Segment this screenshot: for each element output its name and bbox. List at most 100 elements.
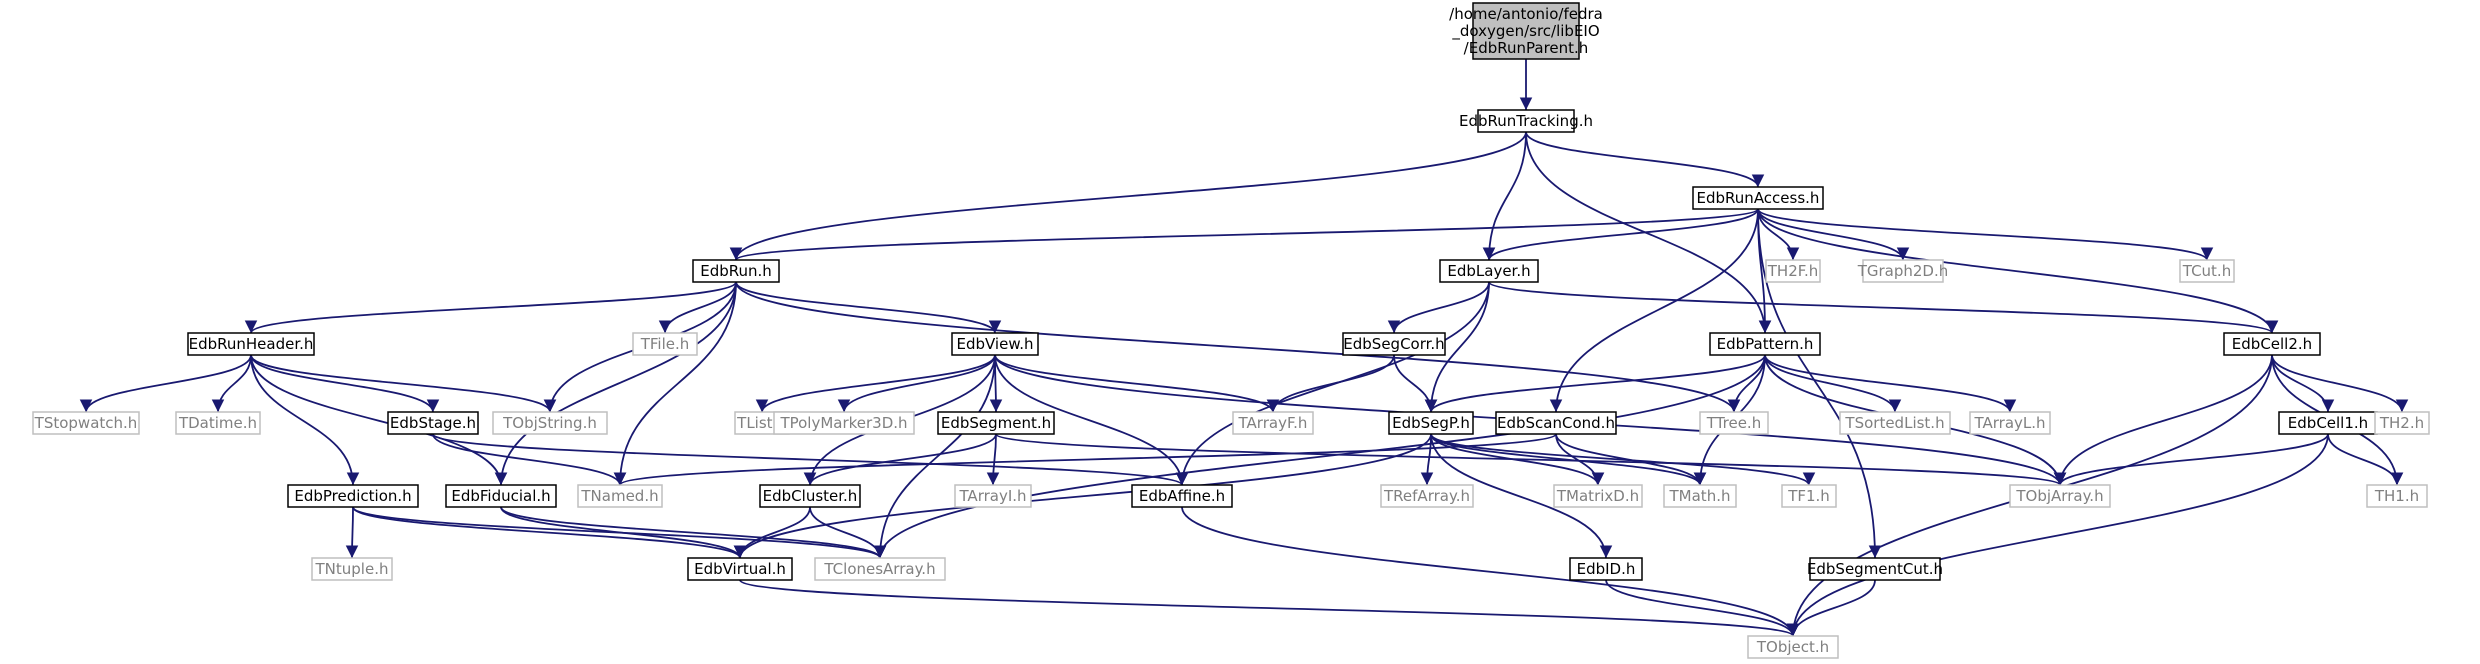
node-TPolyMarker3D: TPolyMarker3D.h	[773, 411, 915, 435]
node-label: EdbCell1.h	[2288, 414, 2368, 432]
node-TArrayF: TArrayF.h	[1232, 411, 1314, 435]
edge-EdbPattern-to-TClonesArray	[873, 354, 1766, 559]
node-label: TArrayL.h	[1973, 414, 2045, 432]
node-TF1: TF1.h	[1781, 484, 1837, 508]
edge-EdbRunAccess-to-EdbCell2	[1757, 208, 2279, 334]
node-label: EdbVirtual.h	[694, 560, 786, 578]
node-TMatrixD: TMatrixD.h	[1553, 484, 1643, 508]
node-label: EdbRunAccess.h	[1697, 189, 1820, 207]
node-EdbScanCond[interactable]: EdbScanCond.h	[1495, 411, 1617, 435]
node-label: TDatime.h	[178, 414, 257, 432]
node-EdbSegCorr[interactable]: EdbSegCorr.h	[1342, 332, 1446, 356]
node-EdbAffine[interactable]: EdbAffine.h	[1131, 484, 1233, 508]
node-box	[287, 484, 419, 508]
node-EdbPrediction[interactable]: EdbPrediction.h	[287, 484, 419, 508]
node-label: TObjArray.h	[2015, 487, 2103, 505]
node-EdbCluster[interactable]: EdbCluster.h	[759, 484, 861, 508]
node-TRefArray: TRefArray.h	[1380, 484, 1474, 508]
node-TNamed: TNamed.h	[577, 484, 663, 508]
node-EdbSegmentCut[interactable]: EdbSegmentCut.h	[1807, 557, 1943, 581]
edge-EdbRunTracking-to-EdbRun	[729, 131, 1527, 261]
edge-EdbRunHeader-to-TStopwatch	[79, 354, 252, 413]
edge-EdbSegCorr-to-TArrayF	[1266, 354, 1395, 413]
edge-EdbSegP-to-TF1	[1430, 433, 1816, 486]
edge-EdbLayer-to-EdbSegCorr	[1387, 281, 1490, 334]
node-TDatime: TDatime.h	[175, 411, 261, 435]
node-box	[1809, 557, 1941, 581]
node-label: TArrayF.h	[1238, 414, 1308, 432]
node-label: EdbID.h	[1577, 560, 1636, 578]
node-box	[387, 411, 479, 435]
node-label: EdbCell2.h	[2232, 335, 2312, 353]
node-box	[1765, 259, 1821, 283]
node-box	[954, 484, 1032, 508]
node-label: EdbSegment.h	[941, 414, 1051, 432]
node-EdbSegP[interactable]: EdbSegP.h	[1388, 411, 1474, 435]
edge-EdbRunAccess-to-EdbSegmentCut	[1757, 208, 1882, 559]
node-EdbVirtual[interactable]: EdbVirtual.h	[687, 557, 793, 581]
edge-EdbRunHeader-to-TDatime	[211, 354, 252, 413]
node-label: EdbStage.h	[390, 414, 476, 432]
edge-EdbPrediction-to-EdbVirtual	[352, 506, 747, 559]
node-box	[1472, 2, 1580, 60]
node-label: TPolyMarker3D.h	[779, 414, 907, 432]
node-EdbRunHeader[interactable]: EdbRunHeader.h	[187, 332, 315, 356]
node-EdbCell2[interactable]: EdbCell2.h	[2223, 332, 2321, 356]
node-EdbLayer[interactable]: EdbLayer.h	[1439, 259, 1539, 283]
edge-EdbRunTracking-to-EdbRunAccess	[1525, 131, 1765, 188]
node-TH2F: TH2F.h	[1765, 259, 1821, 283]
node-TCut: TCut.h	[2179, 259, 2235, 283]
edge-EdbCell1-to-TH1	[2327, 433, 2404, 486]
node-box	[1342, 332, 1446, 356]
node-EdbRunAccess[interactable]: EdbRunAccess.h	[1692, 186, 1824, 210]
node-box	[937, 411, 1055, 435]
node-box	[2009, 484, 2111, 508]
node-EdbStage[interactable]: EdbStage.h	[387, 411, 479, 435]
node-TFile: TFile.h	[632, 332, 698, 356]
node-box	[2179, 259, 2235, 283]
node-label: TMath.h	[1669, 487, 1731, 505]
node-label: TH2F.h	[1767, 262, 1818, 280]
node-label: TF1.h	[1787, 487, 1830, 505]
node-TH2: TH2.h	[2374, 411, 2430, 435]
node-box	[1699, 411, 1769, 435]
node-box	[1692, 186, 1824, 210]
node-label: TH1.h	[2374, 487, 2419, 505]
node-label: TMatrixD.h	[1556, 487, 1639, 505]
edge-EdbPattern-to-TSortedList	[1764, 354, 1902, 413]
node-EdbPattern[interactable]: EdbPattern.h	[1709, 332, 1821, 356]
node-EdbFiducial[interactable]: EdbFiducial.h	[445, 484, 557, 508]
node-box	[1388, 411, 1474, 435]
node-EdbID[interactable]: EdbID.h	[1569, 557, 1643, 581]
node-TObjArray: TObjArray.h	[2009, 484, 2111, 508]
edge-EdbFiducial-to-TClonesArray	[500, 506, 887, 559]
edge-EdbPattern-to-TArrayL	[1764, 354, 2017, 413]
node-box	[32, 411, 140, 435]
node-EdbView[interactable]: EdbView.h	[951, 332, 1039, 356]
node-box	[577, 484, 663, 508]
node-TGraph2D: TGraph2D.h	[1857, 259, 1948, 283]
node-box	[1553, 484, 1643, 508]
node-label: EdbRunHeader.h	[189, 335, 314, 353]
node-TH1: TH1.h	[2366, 484, 2428, 508]
edge-EdbVirtual-to-TObject	[739, 579, 1799, 637]
node-EdbSegment[interactable]: EdbSegment.h	[937, 411, 1055, 435]
edge-EdbView-to-TPolyMarker3D	[837, 354, 996, 413]
node-box	[1839, 411, 1951, 435]
node-label: TNamed.h	[580, 487, 658, 505]
node-box	[1477, 109, 1575, 133]
edge-EdbCell2-to-TObjArray	[2053, 354, 2273, 486]
node-label: /home/antonio/fedra	[1449, 5, 1603, 23]
edge-EdbSegment-to-TArrayI	[986, 433, 1000, 486]
edge-EdbLayer-to-EdbSegP	[1424, 281, 1490, 413]
edge-EdbRun-to-EdbView	[735, 281, 1002, 334]
node-box	[1663, 484, 1737, 508]
node-box	[632, 332, 698, 356]
node-label: TNtuple.h	[315, 560, 389, 578]
node-box	[187, 332, 315, 356]
node-EdbCell1[interactable]: EdbCell1.h	[2278, 411, 2378, 435]
node-TArrayL: TArrayL.h	[1969, 411, 2051, 435]
node-EdbRun[interactable]: EdbRun.h	[692, 259, 780, 283]
edge-EdbStage-to-EdbAffine	[432, 433, 1188, 486]
node-EdbRunTracking[interactable]: EdbRunTracking.h	[1459, 109, 1593, 133]
